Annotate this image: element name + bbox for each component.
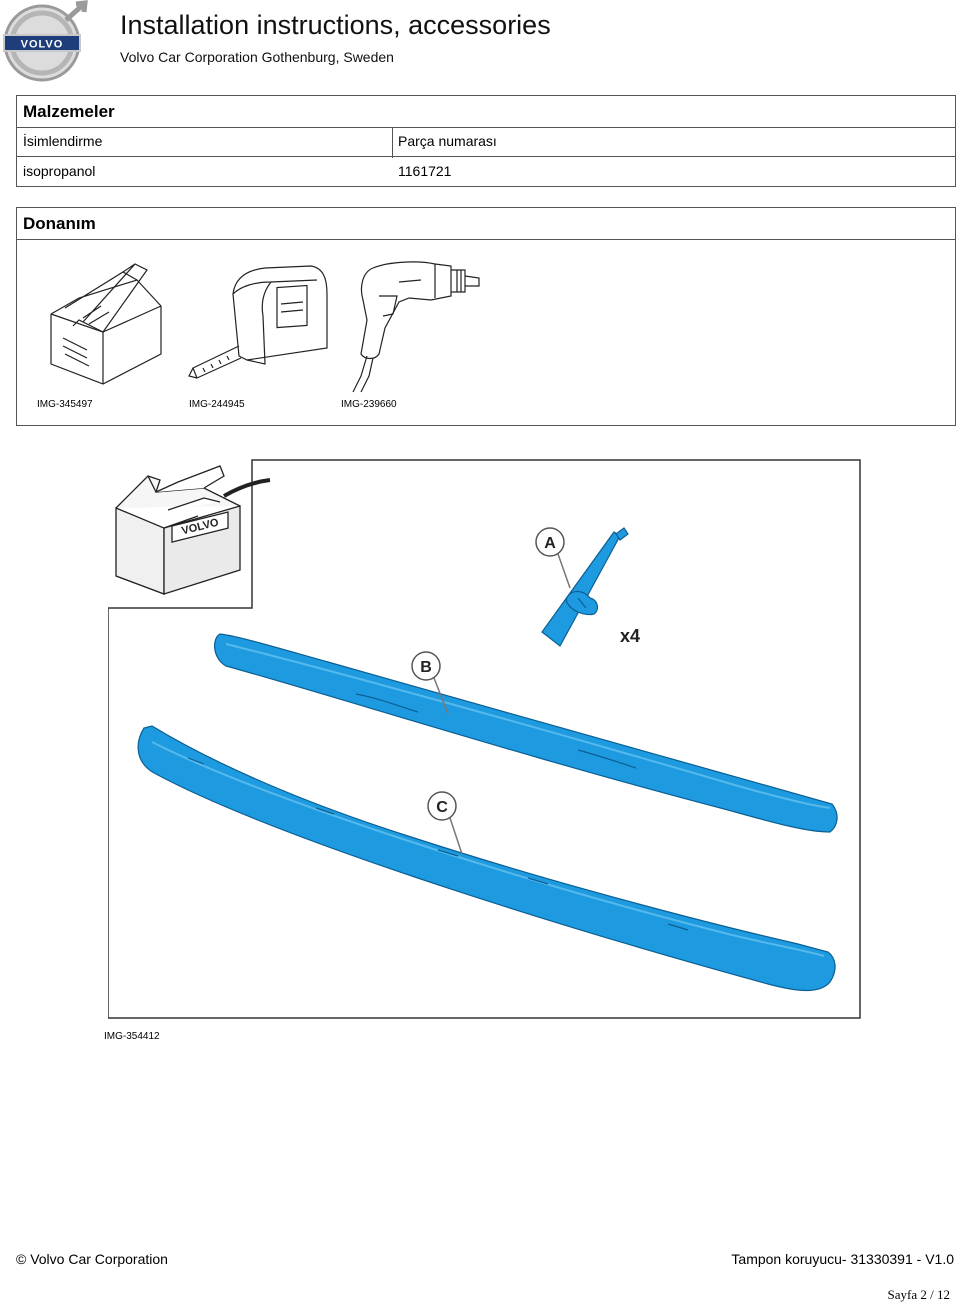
column-divider (392, 127, 393, 158)
document-subtitle: Volvo Car Corporation Gothenburg, Sweden (120, 49, 394, 65)
parts-illustration: VOLVO A x4 B C (108, 459, 861, 1019)
tool-caption-tape-measure: IMG-244945 (189, 399, 245, 410)
callout-b: B (420, 659, 432, 676)
tool-caption-toolbox: IMG-345497 (37, 399, 93, 410)
callout-a: A (544, 535, 556, 552)
bumper-protector-c (137, 725, 836, 992)
column-header-name: İsimlendirme (23, 133, 103, 149)
document-title: Installation instructions, accessories (120, 10, 551, 40)
table-row: isopropanol 1161721 (17, 157, 955, 186)
callout-a-circle (535, 527, 565, 557)
tool-caption-drill: IMG-239660 (341, 399, 397, 410)
equipment-header: Donanım (17, 208, 955, 240)
rivet-part-a (541, 527, 629, 647)
toolbox-icon (50, 263, 162, 385)
footer-copyright: © Volvo Car Corporation (16, 1251, 168, 1267)
callout-c-circle (427, 791, 457, 821)
volvo-kit-box-icon (115, 465, 271, 595)
tape-measure-icon (188, 265, 328, 379)
logo-lettering: VOLVO (21, 39, 64, 51)
materials-column-row: İsimlendirme Parça numarası (17, 127, 955, 157)
quantity-label: x4 (620, 626, 640, 646)
callout-c: C (436, 799, 448, 816)
volvo-logo: VOLVO (3, 0, 88, 82)
footer-document-id: Tampon koruyucu- 31330391 - V1.0 (731, 1251, 954, 1267)
material-part-number: 1161721 (398, 163, 452, 179)
materials-header: Malzemeler (17, 96, 955, 128)
figure-caption: IMG-354412 (104, 1031, 160, 1042)
callout-b-circle (411, 651, 441, 681)
equipment-section: Donanım IMG-345497 IMG-244945 I (16, 207, 956, 426)
drill-icon (352, 261, 480, 393)
materials-table: Malzemeler İsimlendirme Parça numarası i… (16, 95, 956, 187)
page-number: Sayfa 2 / 12 (887, 1287, 950, 1302)
bumper-protector-b (214, 633, 838, 833)
materials-heading: Malzemeler (23, 102, 115, 121)
equipment-heading: Donanım (23, 214, 96, 233)
material-name: isopropanol (23, 163, 96, 179)
column-header-part-number: Parça numarası (398, 133, 497, 149)
